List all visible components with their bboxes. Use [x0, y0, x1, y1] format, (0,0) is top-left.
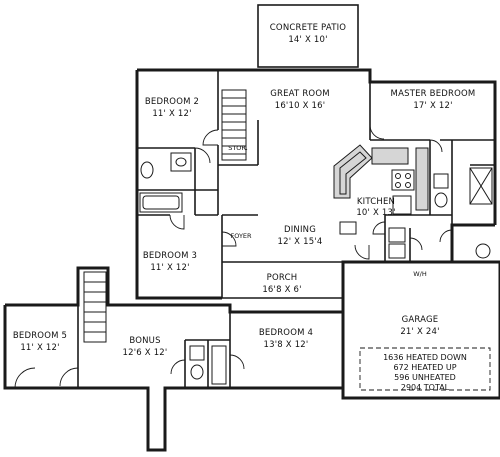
total-line-4: 2904 TOTAL [401, 383, 450, 392]
upper-fixtures [189, 345, 227, 385]
storage-label: STOR. [228, 144, 248, 152]
water-heater-label: W/H [413, 270, 427, 278]
great-room-dim: 16'10 X 16' [275, 101, 326, 111]
bedroom3-name: BEDROOM 3 [143, 251, 197, 261]
foyer-label: FOYER [230, 232, 252, 240]
bedroom5-dim: 11' X 12' [20, 343, 59, 353]
bedroom5-name: BEDROOM 5 [13, 331, 67, 341]
bedroom4-name: BEDROOM 4 [259, 328, 313, 338]
bath-fixtures [139, 152, 493, 259]
door-swings-upper [14, 354, 245, 389]
porch-dim: 16'8 X 6' [262, 285, 301, 295]
main-stairs [221, 89, 247, 161]
bedroom2-dim: 11' X 12' [152, 109, 191, 119]
bedroom3-dim: 11' X 12' [150, 263, 189, 273]
garage-dim: 21' X 24' [400, 327, 439, 337]
upper-floor-walls [3, 266, 345, 452]
garage-name: GARAGE [402, 315, 439, 325]
master-bedroom-dim: 17' X 12' [413, 101, 452, 111]
bonus-name: BONUS [129, 336, 160, 346]
total-line-3: 596 UNHEATED [394, 373, 456, 382]
kitchen-dim: 10' X 13' [356, 208, 395, 218]
total-line-2: 672 HEATED UP [393, 363, 456, 372]
bonus-dim: 12'6 X 12' [123, 348, 168, 358]
interior-walls [137, 70, 495, 262]
dining-dim: 12' X 15'4 [278, 237, 323, 247]
master-bedroom-name: MASTER BEDROOM [391, 89, 476, 99]
square-footage-totals: 1636 HEATED DOWN 672 HEATED UP 596 UNHEA… [383, 353, 467, 392]
dining-name: DINING [284, 225, 316, 235]
door-swings-main [169, 124, 453, 260]
upper-stairs [83, 271, 107, 343]
kitchen-counters [333, 144, 429, 235]
bedroom4-dim: 13'8 X 12' [264, 340, 309, 350]
total-line-1: 1636 HEATED DOWN [383, 353, 467, 362]
garage-door-outline [359, 347, 491, 391]
kitchen-name: KITCHEN [357, 197, 395, 207]
patio-dim: 14' X 10' [288, 35, 327, 45]
patio-name: CONCRETE PATIO [270, 23, 346, 33]
bedroom2-name: BEDROOM 2 [145, 97, 199, 107]
great-room-name: GREAT ROOM [270, 89, 330, 99]
room-labels: CONCRETE PATIO 14' X 10' GREAT ROOM 16'1… [13, 23, 476, 358]
patio-slab [257, 4, 359, 68]
porch-name: PORCH [267, 273, 298, 283]
